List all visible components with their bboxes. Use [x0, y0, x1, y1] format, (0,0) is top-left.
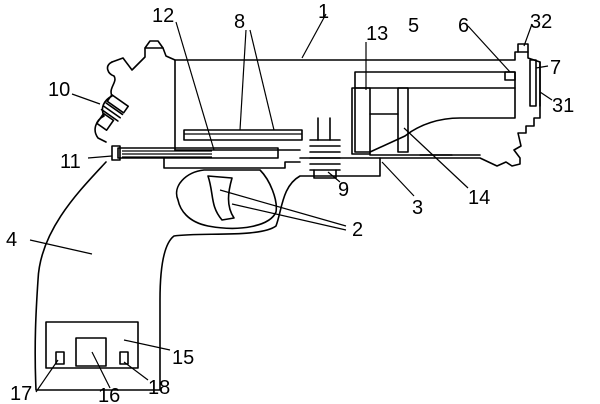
rear-step	[517, 43, 529, 53]
front-sight	[144, 40, 164, 49]
label-14: 14	[468, 187, 490, 209]
label-18: 18	[148, 377, 170, 399]
plate-7	[529, 59, 537, 107]
label-1: 1	[318, 1, 329, 23]
label-3: 3	[412, 197, 423, 219]
label-12: 12	[152, 5, 174, 27]
spring-9	[309, 117, 341, 179]
slide-outline	[111, 47, 541, 167]
label-6: 6	[458, 15, 469, 37]
box-15	[45, 321, 139, 369]
label-7: 7	[550, 57, 561, 79]
leader-lines	[29, 13, 553, 393]
label-10: 10	[48, 79, 70, 101]
part-10	[95, 93, 130, 131]
trigger	[207, 175, 235, 221]
chamber-5	[354, 71, 516, 153]
grip-outline	[34, 157, 381, 391]
trigger-guard	[175, 169, 278, 230]
label-5: 5	[408, 15, 419, 37]
label-9: 9	[338, 179, 349, 201]
label-16: 16	[98, 385, 120, 404]
box-16	[75, 337, 107, 367]
label-13: 13	[366, 23, 388, 45]
label-2: 2	[352, 219, 363, 241]
part-14	[397, 87, 409, 153]
label-8: 8	[234, 11, 245, 33]
box-18	[119, 351, 129, 365]
label-11: 11	[60, 151, 81, 173]
striker-rod-12	[117, 147, 279, 159]
label-32: 32	[530, 11, 552, 33]
rail-8	[183, 129, 303, 141]
slot-6	[504, 71, 516, 81]
label-4: 4	[6, 229, 17, 251]
box-17	[55, 351, 65, 365]
label-15: 15	[172, 347, 194, 369]
label-17: 17	[10, 383, 32, 404]
part-13	[351, 87, 371, 155]
frame-rail	[163, 157, 301, 169]
label-31: 31	[552, 95, 574, 117]
labels: 1 12 8 13 5 6 32 7 31 10 11 9 3 14 2 4 1…	[6, 1, 574, 404]
block-11	[111, 145, 121, 161]
